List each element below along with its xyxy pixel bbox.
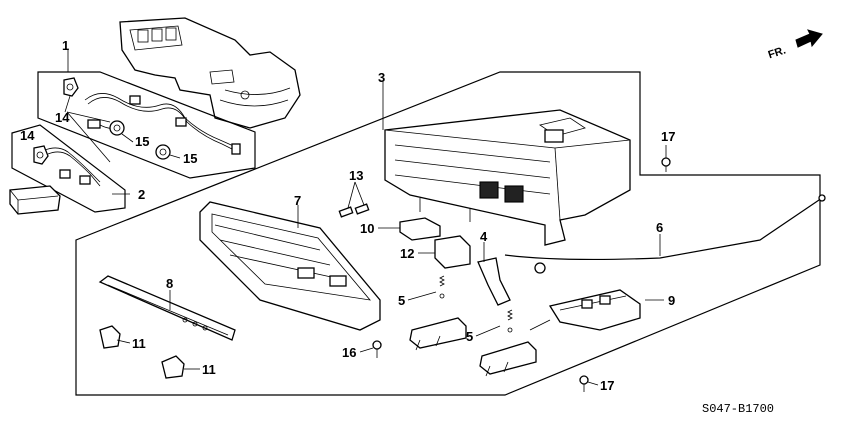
callout-13: 13 [349, 168, 363, 183]
callout-16: 16 [342, 345, 356, 360]
callout-14-a: 14 [55, 110, 70, 125]
callout-11-b: 11 [202, 362, 216, 377]
callout-3: 3 [378, 70, 385, 85]
dashboard-housing [119, 17, 301, 129]
callout-5-a: 5 [398, 293, 405, 308]
switch-10 [399, 217, 441, 241]
spring-b [507, 309, 513, 333]
callout-12: 12 [400, 246, 414, 261]
wire-harness-group-1 [37, 71, 256, 179]
control-cable [504, 194, 826, 274]
callouts: 1 2 3 4 5 5 6 7 8 9 10 11 11 12 13 14 14… [20, 38, 675, 393]
indicator-panel-strip [98, 275, 236, 341]
callout-15-a: 15 [135, 134, 149, 149]
callout-1: 1 [62, 38, 69, 53]
callout-14-b: 14 [20, 128, 35, 143]
callout-5-b: 5 [466, 329, 473, 344]
wire-harness-group-2 [9, 124, 126, 215]
orientation-label: FR. [767, 45, 788, 62]
lever-bracket [477, 257, 511, 306]
diagram-code: S047-B1700 [702, 402, 774, 416]
callout-9: 9 [668, 293, 675, 308]
heater-control-unit [384, 109, 631, 246]
callout-17-b: 17 [600, 378, 614, 393]
callout-4: 4 [480, 229, 488, 244]
callout-8: 8 [166, 276, 173, 291]
screw-17-b [579, 375, 589, 392]
slider-assembly-a [409, 317, 467, 351]
screw-17-a [661, 157, 671, 172]
knob-b [161, 355, 185, 379]
main-assembly-outline [75, 71, 821, 396]
callout-6: 6 [656, 220, 663, 235]
callout-10: 10 [360, 221, 374, 236]
callout-17-a: 17 [661, 129, 675, 144]
spring-a [439, 275, 445, 299]
knob-a [99, 325, 121, 349]
callout-15-b: 15 [183, 151, 197, 166]
switch-12 [434, 235, 471, 269]
callout-7: 7 [294, 193, 301, 208]
callout-11-a: 11 [132, 336, 146, 351]
control-panel-bezel [199, 201, 381, 331]
leader-lines [64, 50, 667, 386]
slider-assembly-b [479, 341, 537, 377]
bulbs [338, 203, 370, 218]
switch-assembly-9 [529, 289, 641, 331]
callout-2: 2 [138, 187, 145, 202]
front-direction-arrow-icon [795, 29, 823, 48]
screw-16 [372, 340, 382, 358]
